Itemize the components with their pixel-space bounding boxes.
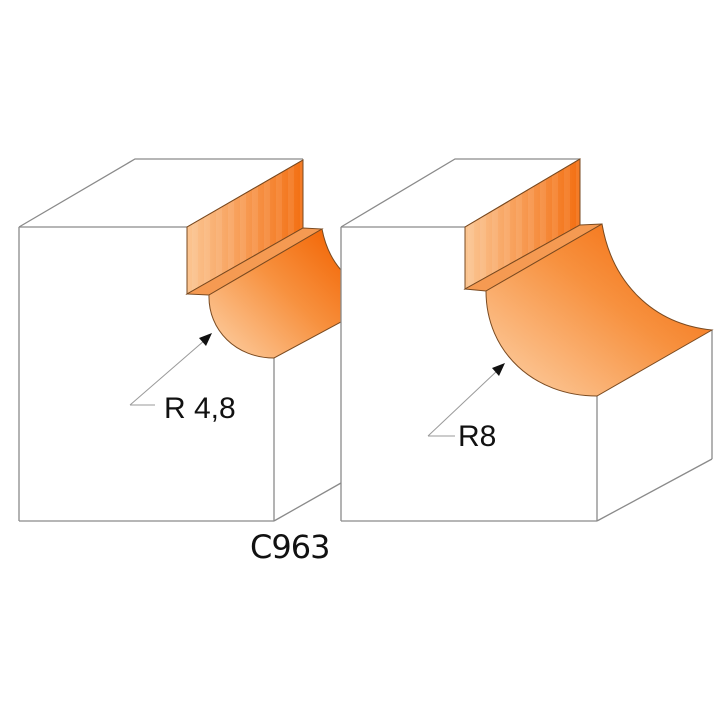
product-code-label: C963 bbox=[250, 528, 330, 566]
left-radius-leader bbox=[129, 333, 212, 406]
left-block bbox=[18, 158, 342, 522]
right-profile-shape bbox=[463, 158, 714, 397]
left-radius-label: R 4,8 bbox=[164, 392, 236, 425]
right-radius-label: R8 bbox=[458, 420, 497, 453]
left-profile-shape bbox=[185, 159, 342, 359]
right-block bbox=[340, 158, 713, 522]
arrow-icon bbox=[492, 363, 505, 376]
arrow-icon bbox=[199, 333, 212, 346]
right-radius-leader bbox=[427, 363, 505, 437]
